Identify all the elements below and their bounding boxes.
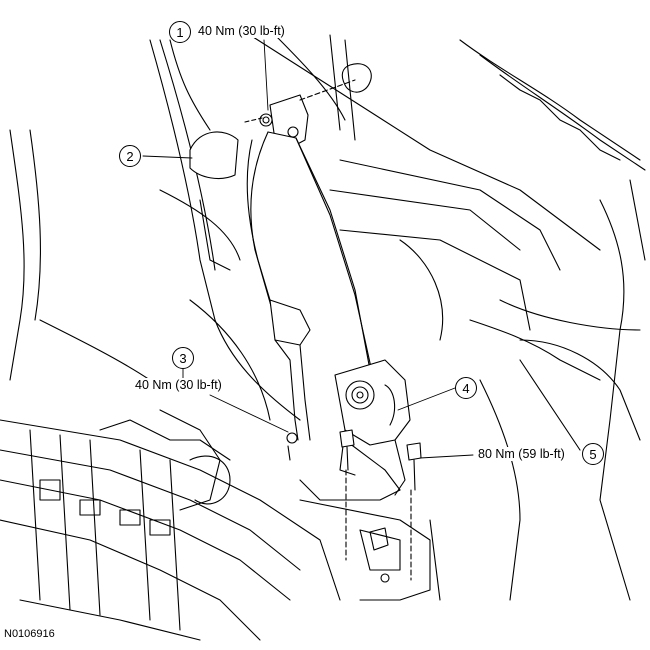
anchor-trim-cover xyxy=(189,117,263,180)
callout-1-number: 1 xyxy=(169,21,191,43)
callout-2-number: 2 xyxy=(119,145,141,167)
seat-belt-webbing xyxy=(246,131,386,461)
retractor-bolts xyxy=(339,429,422,583)
callout-1-torque: 40 Nm (30 lb-ft) xyxy=(196,24,287,38)
callout-leader-lines xyxy=(142,39,474,459)
figure-reference-id: N0106916 xyxy=(4,628,55,640)
body-panel-lines xyxy=(9,29,646,601)
upper-anchor-d-ring xyxy=(259,63,372,149)
callout-5-torque: 80 Nm (59 lb-ft) xyxy=(476,447,567,461)
callout-3-number: 3 xyxy=(172,347,194,369)
seat-frame-structure xyxy=(0,409,441,641)
callout-5-number: 5 xyxy=(582,443,604,465)
callout-3-torque: 40 Nm (30 lb-ft) xyxy=(133,378,224,392)
callout-4-number: 4 xyxy=(455,377,477,399)
